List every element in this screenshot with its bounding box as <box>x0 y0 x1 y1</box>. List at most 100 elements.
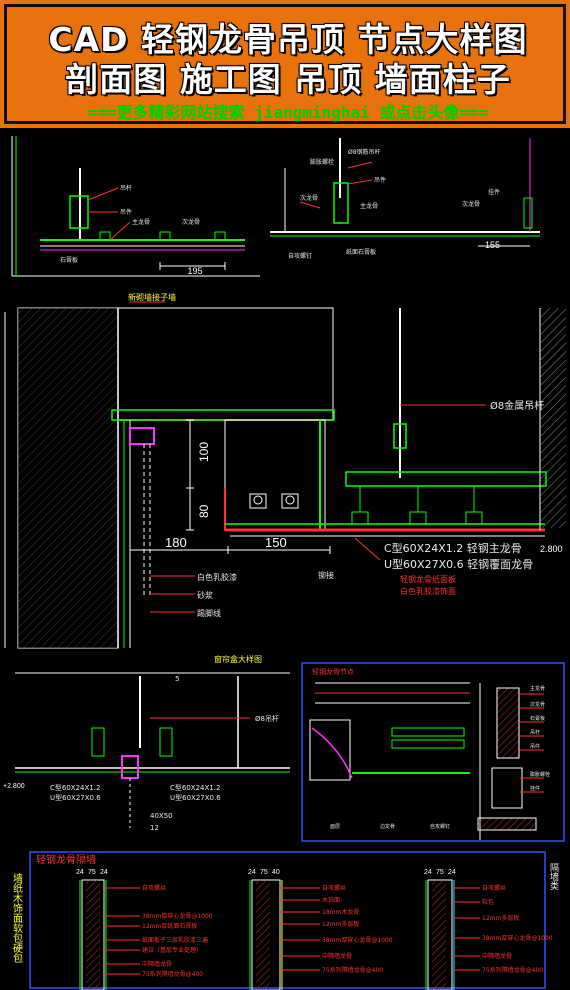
pa-label-7: 75系列隔墙龙骨@400 <box>142 970 203 978</box>
pa-dim-2: 75 <box>88 869 96 876</box>
pb-label-3: 18mm木龙骨 <box>322 908 359 916</box>
pa-label-3: 12mm厚纸面石膏板 <box>142 922 197 930</box>
node-label-10: 面层 <box>330 824 340 830</box>
pb-label-4: 12mm多层板 <box>322 920 359 928</box>
partition-b: 24 75 40 自攻螺丝 木饰面 18mm木龙骨 12mm多层板 38mm厚穿… <box>248 869 393 990</box>
pc-dim-1: 24 <box>424 869 432 876</box>
detail-ceiling-node: 轻钢龙骨节点 主龙骨 次龙骨 石膏板 吊杆 吊件 膨胀螺栓 挂件 边龙骨 自攻螺… <box>301 662 565 842</box>
tr-label-6: 纸面石膏板 <box>346 248 376 256</box>
main-steel-label: 铆接 <box>318 570 334 580</box>
curtain-spec4: U型60X27X0.6 <box>170 793 221 802</box>
curtain-spec2: U型60X27X0.6 <box>50 793 101 802</box>
tr-label-8: 次龙骨 <box>462 200 480 208</box>
tr-label-5: 挂件 <box>488 188 500 196</box>
node-label-1: 主龙骨 <box>530 685 545 692</box>
tr-label-4: 次龙骨 <box>300 194 318 202</box>
partition-c: 24 75 24 自攻螺丝 软包 12mm多层板 38mm厚穿心龙骨@1000 … <box>424 869 553 990</box>
curtain-dim-5: 5 <box>175 675 179 683</box>
node-label-4: 吊杆 <box>530 729 540 736</box>
pb-dim-3: 40 <box>272 869 280 876</box>
dim-155: 155 <box>485 240 500 250</box>
partition-vertical-label: 墙纸木饰面软包硬包 <box>11 872 23 963</box>
detail-top-right: 155 Ø8钢筋吊杆 膨胀螺栓 吊件 主龙骨 次龙骨 挂件 纸面石膏板 自攻螺钉… <box>270 138 540 260</box>
partition-side-title: 隔墙类 <box>548 863 559 891</box>
pc-label-1: 自攻螺丝 <box>482 884 506 892</box>
pc-label-3: 12mm多层板 <box>482 914 519 922</box>
partition-a: 24 75 24 自攻螺丝 38mm厚穿心龙骨@1000 12mm厚纸面石膏板 … <box>76 869 213 990</box>
main-note1: 轻钢龙骨纸面板 <box>400 574 456 584</box>
pb-label-2: 木饰面 <box>322 896 340 904</box>
pa-label-1: 自攻螺丝 <box>142 884 166 892</box>
banner-frame: CAD 轻钢龙骨吊顶 节点大样图 剖面图 施工图 吊顶 墙面柱子 ===更多精彩… <box>4 4 566 124</box>
dim-195: 195 <box>187 266 202 276</box>
node-label-8: 边龙骨 <box>380 823 395 830</box>
pa-dim-1: 24 <box>76 869 84 876</box>
node-label-6: 膨胀螺栓 <box>530 771 550 778</box>
pa-label-4: 纸面板子三层乳胶漆三遍 <box>142 936 208 944</box>
header-banner: CAD 轻钢龙骨吊顶 节点大样图 剖面图 施工图 吊顶 墙面柱子 ===更多精彩… <box>0 0 570 128</box>
pc-label-2: 软包 <box>482 898 494 906</box>
dim-100: 100 <box>197 442 211 462</box>
tr-label-2: 吊件 <box>374 176 386 184</box>
node-label-9: 自攻螺钉 <box>430 823 450 830</box>
tl-label-2: 吊件 <box>120 208 132 216</box>
banner-search-hint: ===更多精彩网站搜索 jiangminghai 或点击头像=== <box>87 103 489 122</box>
curtain-title: 窗帘盒大样图 <box>214 654 262 664</box>
node-label-5: 吊件 <box>530 743 540 750</box>
curtain-rod-label: Ø8吊杆 <box>255 714 279 723</box>
tr-label-7: 自攻螺钉 <box>288 252 312 260</box>
node-label-3: 石膏板 <box>530 715 545 722</box>
pb-label-5: 38mm厚穿心龙骨@1000 <box>322 936 393 944</box>
pa-label-6: 中隔墙龙骨 <box>142 960 172 968</box>
pc-dim-2: 75 <box>436 869 444 876</box>
main-left-label-3: 踢脚线 <box>197 608 221 618</box>
dim-80: 80 <box>197 504 211 518</box>
main-left-label-1: 白色乳胶漆 <box>197 572 237 582</box>
main-spec1: C型60X24X1.2 轻钢主龙骨 <box>384 541 522 555</box>
pb-label-7: 75系列隔墙龙骨@400 <box>322 966 383 974</box>
detail-curtain-box: 窗帘盒大样图 Ø8吊杆 5 C型60X24X1.2 U型60X27X0.6 C型… <box>3 654 290 832</box>
dim-150: 150 <box>265 535 287 550</box>
main-section-detail: 100 80 180 150 新砌墙接子墙 Ø8金属吊杆 C型60X24X1.2… <box>4 292 566 649</box>
pc-label-6: 75系列隔墙龙骨@400 <box>482 966 543 974</box>
node-label-7: 挂件 <box>530 785 540 792</box>
cad-drawing-svg: 195 吊杆 吊件 主龙骨 次龙骨 石膏板 155 Ø8钢筋吊杆 膨胀螺栓 吊件… <box>3 136 566 990</box>
pa-label-2: 38mm厚穿心龙骨@1000 <box>142 912 213 920</box>
main-rod-label: Ø8金属吊杆 <box>490 399 544 412</box>
curtain-dim-40x50: 40X50 <box>150 812 173 820</box>
tl-label-1: 吊杆 <box>120 184 132 192</box>
pc-label-5: 中隔墙龙骨 <box>482 952 512 960</box>
pa-label-5: 建议（基层专业处理） <box>142 946 202 954</box>
pb-label-1: 自攻螺丝 <box>322 884 346 892</box>
pa-dim-3: 24 <box>100 869 108 876</box>
pc-label-4: 38mm厚穿心龙骨@1000 <box>482 934 553 942</box>
tl-label-3: 主龙骨 <box>132 218 150 226</box>
node-label-2: 次龙骨 <box>530 701 545 708</box>
partition-title: 轻钢龙骨隔墙 <box>36 853 96 866</box>
node-title: 轻钢龙骨节点 <box>312 667 354 676</box>
banner-title-line1: CAD 轻钢龙骨吊顶 节点大样图 <box>48 20 528 59</box>
main-left-label-2: 砂浆 <box>197 590 213 600</box>
tl-label-4: 次龙骨 <box>182 218 200 226</box>
pb-dim-2: 75 <box>260 869 268 876</box>
curtain-dim-12: 12 <box>150 824 159 832</box>
tr-rod-label: Ø8钢筋吊杆 <box>348 148 381 156</box>
tr-label-3: 主龙骨 <box>360 202 378 210</box>
main-note2: 白色乳胶漆饰面 <box>400 586 456 596</box>
curtain-spec3: C型60X24X1.2 <box>170 783 220 792</box>
curtain-spec1: C型60X24X1.2 <box>50 783 100 792</box>
main-title-label: 新砌墙接子墙 <box>128 292 176 302</box>
pb-dim-1: 24 <box>248 869 256 876</box>
detail-top-left: 195 吊杆 吊件 主龙骨 次龙骨 石膏板 <box>11 136 260 277</box>
pb-label-6: 中隔墙龙骨 <box>322 952 352 960</box>
main-level: 2.800 <box>540 544 563 554</box>
curtain-level: +2.800 <box>3 783 25 790</box>
banner-title-line2: 剖面图 施工图 吊顶 墙面柱子 <box>65 60 511 99</box>
dim-180: 180 <box>165 535 187 550</box>
tr-label-1: 膨胀螺栓 <box>310 158 334 166</box>
pc-dim-3: 24 <box>448 869 456 876</box>
partition-wall-details: 轻钢龙骨隔墙 隔墙类 墙纸木饰面软包硬包 24 75 24 自攻螺丝 38mm厚… <box>11 851 559 990</box>
cad-drawing-area: 195 吊杆 吊件 主龙骨 次龙骨 石膏板 155 Ø8钢筋吊杆 膨胀螺栓 吊件… <box>0 128 570 990</box>
main-spec2: U型60X27X0.6 轻钢覆面龙骨 <box>384 557 533 571</box>
tl-label-5: 石膏板 <box>60 256 78 264</box>
